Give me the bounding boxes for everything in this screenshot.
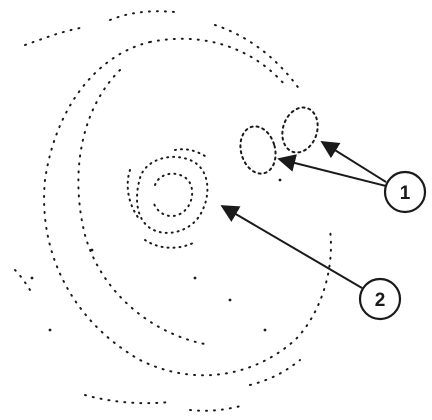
callout-1: 1 xyxy=(383,170,427,214)
ring-lower xyxy=(239,125,277,175)
ring-upper xyxy=(281,106,319,154)
callout-1-number: 1 xyxy=(400,183,411,204)
center-hub xyxy=(126,148,209,249)
callout-1-circle xyxy=(383,170,427,214)
scatter-dots xyxy=(30,178,282,332)
housing-outline xyxy=(14,10,332,412)
leader-lines xyxy=(220,141,387,289)
callout-2: 2 xyxy=(358,277,402,321)
callout-2-circle xyxy=(358,277,402,321)
ring-pair xyxy=(239,106,319,175)
leader-arrow-1a xyxy=(320,141,387,183)
callout-2-number: 2 xyxy=(375,290,386,311)
leader-arrow-1b xyxy=(277,154,387,187)
leader-arrow-2 xyxy=(220,205,363,289)
